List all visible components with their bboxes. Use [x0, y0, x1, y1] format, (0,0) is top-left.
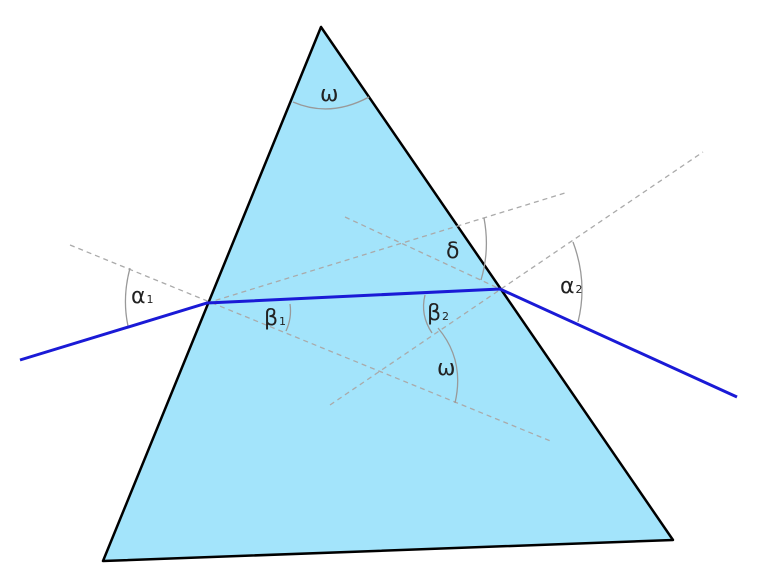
- beta1-label: β1: [264, 306, 286, 331]
- alpha1-arc: [124, 267, 131, 327]
- alpha2-arc: [572, 241, 583, 323]
- beta2-arc: [422, 294, 433, 334]
- beta2-label: β2: [427, 301, 449, 326]
- entry-normal: [69, 244, 554, 443]
- apex-angle-label: ω: [320, 82, 338, 107]
- light-ray: [19, 287, 738, 399]
- normals-angle-label: ω: [437, 356, 455, 381]
- normals-angle-arc: [437, 327, 459, 404]
- alpha1-label: α1: [131, 284, 154, 309]
- exit-normal: [329, 151, 704, 406]
- beta1-arc: [285, 303, 292, 332]
- outgoing-ray-back-extension: [344, 216, 501, 290]
- apex-angle-arc: [292, 96, 370, 110]
- deviation-label: δ: [446, 239, 459, 264]
- deviation-arc: [480, 217, 488, 281]
- alpha2-label: α2: [560, 274, 583, 299]
